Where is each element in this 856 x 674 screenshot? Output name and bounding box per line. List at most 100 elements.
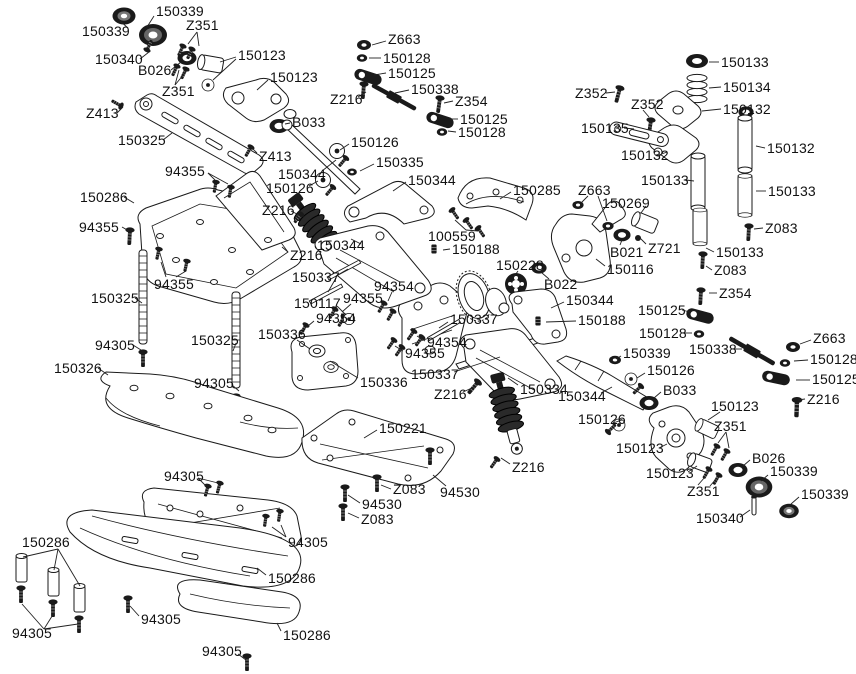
part-label-Z083: Z083 xyxy=(765,220,798,236)
part-label-150125: 150125 xyxy=(460,111,508,127)
part-label-94355: 94355 xyxy=(343,290,383,306)
part-label-Z083: Z083 xyxy=(714,262,747,278)
part-label-150325: 150325 xyxy=(191,332,239,348)
suspension-arms-center xyxy=(297,177,534,337)
part-label-Z083: Z083 xyxy=(393,481,426,497)
part-label-150123: 150123 xyxy=(270,69,318,85)
part-label-150123: 150123 xyxy=(616,440,664,456)
part-label-150128: 150128 xyxy=(383,50,431,66)
part-label-150135: 150135 xyxy=(581,120,629,136)
part-label-150133: 150133 xyxy=(641,172,689,188)
part-label-94305: 94305 xyxy=(12,625,52,641)
part-label-94305: 94305 xyxy=(288,534,328,550)
part-label-150325: 150325 xyxy=(118,132,166,148)
part-label-150340: 150340 xyxy=(696,510,744,526)
part-label-150340: 150340 xyxy=(95,51,143,67)
part-label-Z216: Z216 xyxy=(262,202,295,218)
part-label-94354: 94354 xyxy=(316,310,356,326)
part-label-150228: 150228 xyxy=(496,257,544,273)
part-label-150133: 150133 xyxy=(768,183,816,199)
part-label-150123: 150123 xyxy=(646,465,694,481)
part-label-150128: 150128 xyxy=(458,124,506,140)
steering-rods-right xyxy=(685,307,803,418)
part-label-150339: 150339 xyxy=(82,23,130,39)
part-label-150128: 150128 xyxy=(810,351,856,367)
part-label-150117: 150117 xyxy=(294,295,341,311)
part-label-94530: 94530 xyxy=(440,484,480,500)
part-label-150125: 150125 xyxy=(812,371,856,387)
part-label-Z216: Z216 xyxy=(512,459,545,475)
part-label-Z663: Z663 xyxy=(578,182,611,198)
upper-arm xyxy=(344,180,435,225)
steering-crank xyxy=(222,77,290,123)
part-label-B033: B033 xyxy=(292,114,326,130)
part-label-B026: B026 xyxy=(752,450,786,466)
part-label-94355: 94355 xyxy=(79,219,119,235)
part-label-150337: 150337 xyxy=(411,366,459,382)
part-label-94354: 94354 xyxy=(374,278,414,294)
part-label-150126: 150126 xyxy=(351,134,399,150)
part-label-Z351: Z351 xyxy=(186,17,219,33)
pinion-gear xyxy=(505,273,527,295)
hub-brace xyxy=(457,177,534,221)
ring-gear xyxy=(455,270,493,322)
part-label-Z721: Z721 xyxy=(648,240,681,256)
part-label-Z352: Z352 xyxy=(575,85,608,101)
part-label-Z413: Z413 xyxy=(259,148,292,164)
part-label-Z354: Z354 xyxy=(719,285,752,301)
part-label-94305: 94305 xyxy=(164,468,204,484)
part-label-150344: 150344 xyxy=(317,237,365,253)
part-label-B021: B021 xyxy=(610,244,644,260)
part-label-150125: 150125 xyxy=(388,65,436,81)
part-label-150338: 150338 xyxy=(411,81,459,97)
part-label-Z216: Z216 xyxy=(330,91,363,107)
part-label-Z413: Z413 xyxy=(86,105,119,121)
gearbox-skid-plate xyxy=(301,409,455,522)
part-label-150344: 150344 xyxy=(408,172,456,188)
part-label-B026: B026 xyxy=(138,62,172,78)
foam-bumper xyxy=(100,371,304,458)
part-label-150344: 150344 xyxy=(558,388,606,404)
turnbuckle xyxy=(371,83,417,111)
part-label-100559: 100559 xyxy=(428,228,476,244)
part-label-94355: 94355 xyxy=(405,345,445,361)
chassis-threaded-rods xyxy=(138,249,241,412)
part-label-B033: B033 xyxy=(663,382,697,398)
part-label-150339: 150339 xyxy=(623,345,671,361)
part-label-150334: 150334 xyxy=(520,381,568,397)
part-label-150339: 150339 xyxy=(156,3,204,19)
part-label-Z663: Z663 xyxy=(388,31,421,47)
steering-knuckle-right xyxy=(648,405,799,519)
part-label-150337: 150337 xyxy=(450,311,498,327)
o-ring-icon xyxy=(686,54,708,68)
part-label-150133: 150133 xyxy=(716,244,764,260)
bumper-skid xyxy=(177,579,301,625)
part-label-150134: 150134 xyxy=(723,79,771,95)
part-label-150116: 150116 xyxy=(607,261,654,277)
part-label-Z351: Z351 xyxy=(687,483,720,499)
part-label-94355: 94355 xyxy=(154,276,194,292)
part-label-150221: 150221 xyxy=(379,420,427,436)
part-label-150132: 150132 xyxy=(767,140,815,156)
part-label-94530: 94530 xyxy=(362,496,402,512)
part-label-150188: 150188 xyxy=(452,241,500,257)
part-label-94305: 94305 xyxy=(202,643,242,659)
part-label-150326: 150326 xyxy=(54,360,102,376)
part-label-94355: 94355 xyxy=(165,163,205,179)
part-label-150188: 150188 xyxy=(578,312,626,328)
part-label-Z663: Z663 xyxy=(813,330,846,346)
part-label-150286: 150286 xyxy=(268,570,316,586)
part-label-150123: 150123 xyxy=(238,47,286,63)
part-label-150286: 150286 xyxy=(283,627,331,643)
part-label-150344: 150344 xyxy=(566,292,614,308)
part-label-Z352: Z352 xyxy=(631,96,664,112)
part-label-150335: 150335 xyxy=(376,154,424,170)
part-label-150269: 150269 xyxy=(602,195,650,211)
part-label-Z216: Z216 xyxy=(290,247,323,263)
part-label-94305: 94305 xyxy=(95,337,135,353)
part-label-Z351: Z351 xyxy=(162,83,195,99)
part-label-150125: 150125 xyxy=(638,302,686,318)
